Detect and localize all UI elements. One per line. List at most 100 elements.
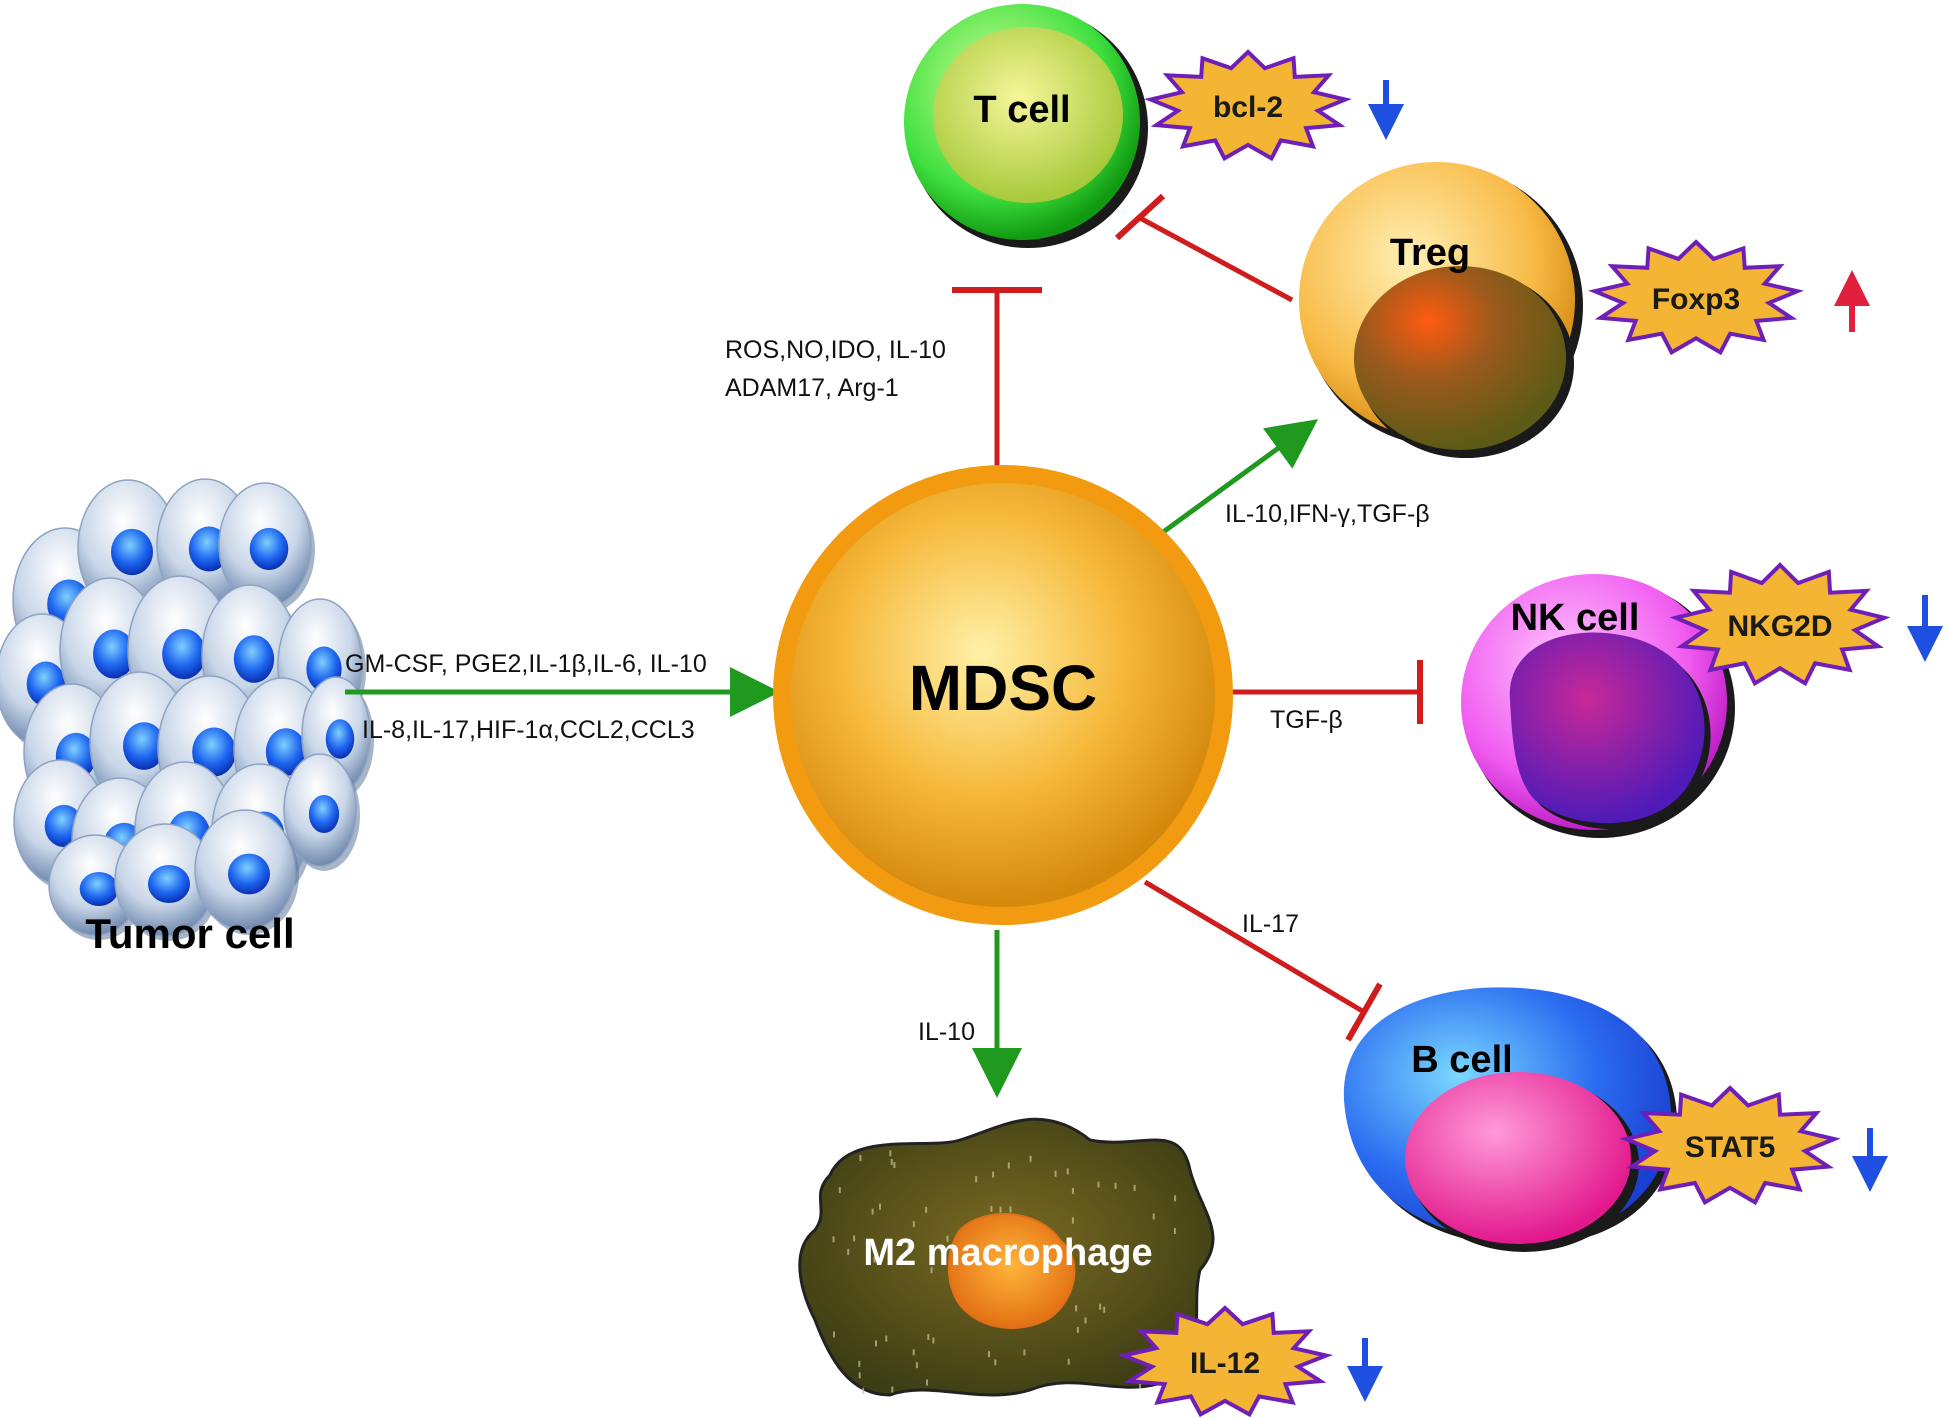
macrophage-speckle bbox=[926, 1379, 928, 1386]
macrophage-speckle bbox=[907, 1244, 910, 1251]
macrophage-speckle bbox=[1133, 1184, 1136, 1191]
macrophage-speckle bbox=[988, 1351, 990, 1358]
edge-treg-to-tcell bbox=[1114, 193, 1294, 303]
macrophage-speckle bbox=[1066, 1168, 1069, 1175]
tumor-cell-nucleus bbox=[192, 727, 236, 777]
macrophage-speckle bbox=[932, 1337, 935, 1344]
edge-mdsc-tcell-line2: ADAM17, Arg-1 bbox=[725, 374, 899, 402]
macrophage-speckle bbox=[847, 1248, 850, 1255]
m2-macrophage: M2 macrophage bbox=[798, 1117, 1215, 1397]
macrophage-speckle bbox=[833, 1331, 835, 1338]
tumor-cell-nucleus bbox=[79, 872, 119, 906]
tumor-cell-nucleus bbox=[123, 722, 165, 770]
edge-mdsc-treg-label: IL-10,IFN-γ,TGF-β bbox=[1225, 500, 1430, 528]
macrophage-speckle bbox=[1054, 1170, 1057, 1177]
mdsc-label: MDSC bbox=[909, 652, 1097, 724]
macrophage-speckle bbox=[994, 1359, 997, 1366]
macrophage-speckle bbox=[1097, 1181, 1100, 1188]
tumor-cell-nucleus bbox=[228, 853, 270, 895]
edge-mdsc-to-m2: IL-10 bbox=[918, 930, 1022, 1098]
macrophage-speckle bbox=[927, 1334, 930, 1340]
nk-cell-label: NK cell bbox=[1511, 597, 1640, 639]
edge-mdsc-to-nk: TGF-β bbox=[1218, 660, 1423, 734]
macrophage-speckle bbox=[925, 1206, 928, 1213]
il12-star-icon bbox=[1116, 1305, 1334, 1418]
macrophage-speckle bbox=[1076, 1326, 1079, 1333]
edge-tumor-mdsc-line2: IL-8,IL-17,HIF-1α,CCL2,CCL3 bbox=[362, 716, 695, 744]
edge-mdsc-to-treg: IL-10,IFN-γ,TGF-β bbox=[1153, 419, 1430, 541]
nkg2d-star-icon bbox=[1669, 562, 1891, 687]
macrophage-speckle bbox=[912, 1221, 915, 1228]
macrophage-speckle bbox=[946, 1235, 949, 1242]
macrophage-speckle bbox=[1139, 1382, 1141, 1389]
macrophage-speckle bbox=[889, 1150, 892, 1157]
t-cell: T cell bbox=[904, 4, 1148, 248]
macrophage-speckle bbox=[891, 1386, 894, 1393]
marker-il12: IL-12 bbox=[1116, 1305, 1383, 1418]
macrophage-speckle bbox=[975, 1176, 978, 1183]
nk-cell: NK cell bbox=[1461, 574, 1735, 838]
macrophage-speckle bbox=[990, 1205, 993, 1212]
tumor-cell-nucleus bbox=[111, 528, 153, 576]
macrophage-speckle bbox=[992, 1171, 995, 1178]
bcl2-label: bcl-2 bbox=[1213, 91, 1283, 124]
marker-bcl2: bcl-2 bbox=[1144, 49, 1404, 162]
macrophage-speckle bbox=[879, 1203, 881, 1210]
foxp3-star-icon bbox=[1588, 239, 1804, 356]
macrophage-speckle bbox=[873, 1256, 876, 1263]
macrophage-speckle bbox=[858, 1372, 861, 1379]
tumor-cell-nucleus bbox=[93, 629, 135, 679]
edge-mdsc-nk-label: TGF-β bbox=[1270, 706, 1343, 734]
macrophage-speckle bbox=[1084, 1317, 1087, 1324]
macrophage-speckle bbox=[871, 1208, 874, 1215]
macrophage-speckle bbox=[1029, 1155, 1032, 1162]
m2-macrophage-label: M2 macrophage bbox=[863, 1232, 1152, 1274]
nkg2d-label: NKG2D bbox=[1727, 610, 1832, 643]
tumor-cell-nucleus bbox=[148, 864, 190, 904]
macrophage-speckle bbox=[1007, 1162, 1010, 1169]
edge-mdsc-tcell-line1: ROS,NO,IDO, IL-10 bbox=[725, 336, 946, 364]
macrophage-speckle bbox=[862, 1387, 865, 1394]
foxp3-label: Foxp3 bbox=[1652, 283, 1740, 316]
macrophage-speckle bbox=[1099, 1303, 1102, 1310]
macrophage-speckle bbox=[1103, 1306, 1106, 1313]
edge-mdsc-m2-label: IL-10 bbox=[918, 1018, 975, 1046]
macrophage-speckle bbox=[1152, 1213, 1155, 1220]
macrophage-speckle bbox=[1023, 1349, 1026, 1356]
macrophage-speckle bbox=[930, 1267, 933, 1274]
tumor-cell-nucleus bbox=[265, 728, 307, 776]
marker-nkg2d: NKG2D bbox=[1669, 562, 1943, 687]
marker-stat5: STAT5 bbox=[1619, 1085, 1888, 1206]
macrophage-speckle bbox=[858, 1360, 861, 1367]
tumor-cell-nucleus bbox=[325, 719, 355, 759]
tumor-cell-nucleus bbox=[308, 794, 340, 834]
macrophage-speckle bbox=[1071, 1187, 1074, 1194]
stat5-star-icon bbox=[1619, 1085, 1841, 1206]
macrophage-speckle bbox=[1114, 1182, 1117, 1189]
macrophage-speckle bbox=[893, 1162, 896, 1168]
macrophage-speckle bbox=[912, 1349, 915, 1356]
edge-tumor-to-mdsc: GM-CSF, PGE2,IL-1β,IL-6, IL-10 IL-8,IL-1… bbox=[345, 650, 780, 744]
macrophage-speckle bbox=[1173, 1228, 1176, 1234]
macrophage-speckle bbox=[875, 1340, 877, 1347]
b-cell-label: B cell bbox=[1411, 1039, 1512, 1081]
macrophage-speckle bbox=[1067, 1358, 1070, 1365]
b-cell: B cell bbox=[1343, 987, 1678, 1252]
tumor-cell-nucleus bbox=[233, 635, 275, 683]
macrophage-speckle bbox=[885, 1335, 888, 1342]
macrophage-speckle bbox=[859, 1155, 862, 1161]
macrophage-speckle bbox=[853, 1235, 856, 1242]
macrophage-speckle bbox=[832, 1236, 835, 1243]
stat5-label: STAT5 bbox=[1685, 1131, 1776, 1164]
tumor-cell-label: Tumor cell bbox=[85, 910, 294, 957]
edge-mdsc-bcell-label: IL-17 bbox=[1242, 910, 1299, 938]
edge-mdsc-to-bcell: IL-17 bbox=[1143, 879, 1383, 1042]
mdsc-cell: MDSC bbox=[773, 465, 1233, 925]
edge-tumor-mdsc-line1: GM-CSF, PGE2,IL-1β,IL-6, IL-10 bbox=[345, 650, 707, 678]
macrophage-speckle bbox=[1071, 1217, 1074, 1224]
macrophage-speckle bbox=[915, 1362, 918, 1369]
bcl2-star-icon bbox=[1144, 49, 1352, 162]
macrophage-speckle bbox=[1075, 1305, 1078, 1312]
marker-foxp3: Foxp3 bbox=[1588, 239, 1870, 356]
